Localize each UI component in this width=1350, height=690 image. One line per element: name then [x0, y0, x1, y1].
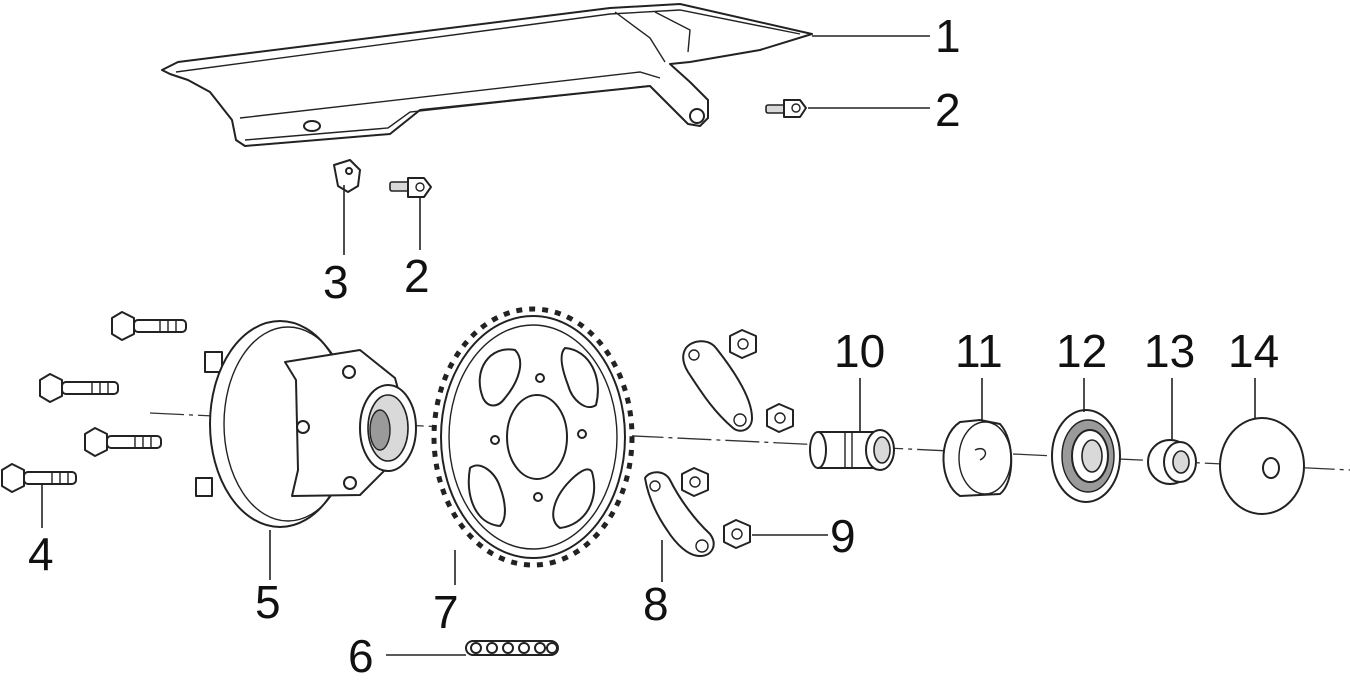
collar [942, 419, 1013, 497]
hub-bolt-4 [1, 463, 77, 493]
callout-labels: 1 2 2 3 4 5 6 7 8 9 10 11 12 13 14 [28, 10, 1279, 682]
lock-plate-upper [682, 340, 753, 432]
callout-1: 1 [935, 10, 961, 62]
chain-guard [161, 3, 813, 147]
hub-bolt-2 [39, 373, 119, 403]
callout-2-lower: 2 [404, 250, 430, 302]
leader-lines [41, 35, 1256, 656]
bolt-upper [765, 99, 807, 118]
callout-10: 10 [834, 325, 885, 377]
rear-sprocket [431, 306, 635, 568]
hub-bolts [1, 311, 187, 493]
nut-4 [723, 519, 751, 549]
callout-5: 5 [255, 576, 281, 628]
callout-3: 3 [323, 256, 349, 308]
callout-13: 13 [1144, 325, 1195, 377]
callout-12: 12 [1056, 325, 1107, 377]
callout-4: 4 [28, 528, 54, 580]
bearing [1051, 409, 1121, 503]
callout-14: 14 [1228, 325, 1279, 377]
nut-2 [766, 403, 794, 433]
nut-3 [681, 467, 709, 497]
callout-6: 6 [348, 630, 374, 682]
callout-8: 8 [643, 578, 669, 630]
hub-bolt-1 [111, 311, 187, 341]
callout-7: 7 [433, 586, 459, 638]
nuts [681, 329, 794, 549]
callout-9: 9 [830, 510, 856, 562]
lock-plate-lower [644, 471, 715, 557]
drive-chain [465, 640, 559, 656]
rear-hub [195, 320, 417, 528]
bolt-lower [389, 177, 432, 198]
spacer [809, 429, 895, 471]
bushing [1147, 439, 1197, 485]
hub-bolt-3 [84, 427, 162, 457]
callout-2-upper: 2 [935, 84, 961, 136]
dust-cover [1219, 417, 1305, 515]
nut-1 [729, 329, 757, 359]
washer [333, 159, 361, 193]
callout-11: 11 [955, 325, 1003, 377]
